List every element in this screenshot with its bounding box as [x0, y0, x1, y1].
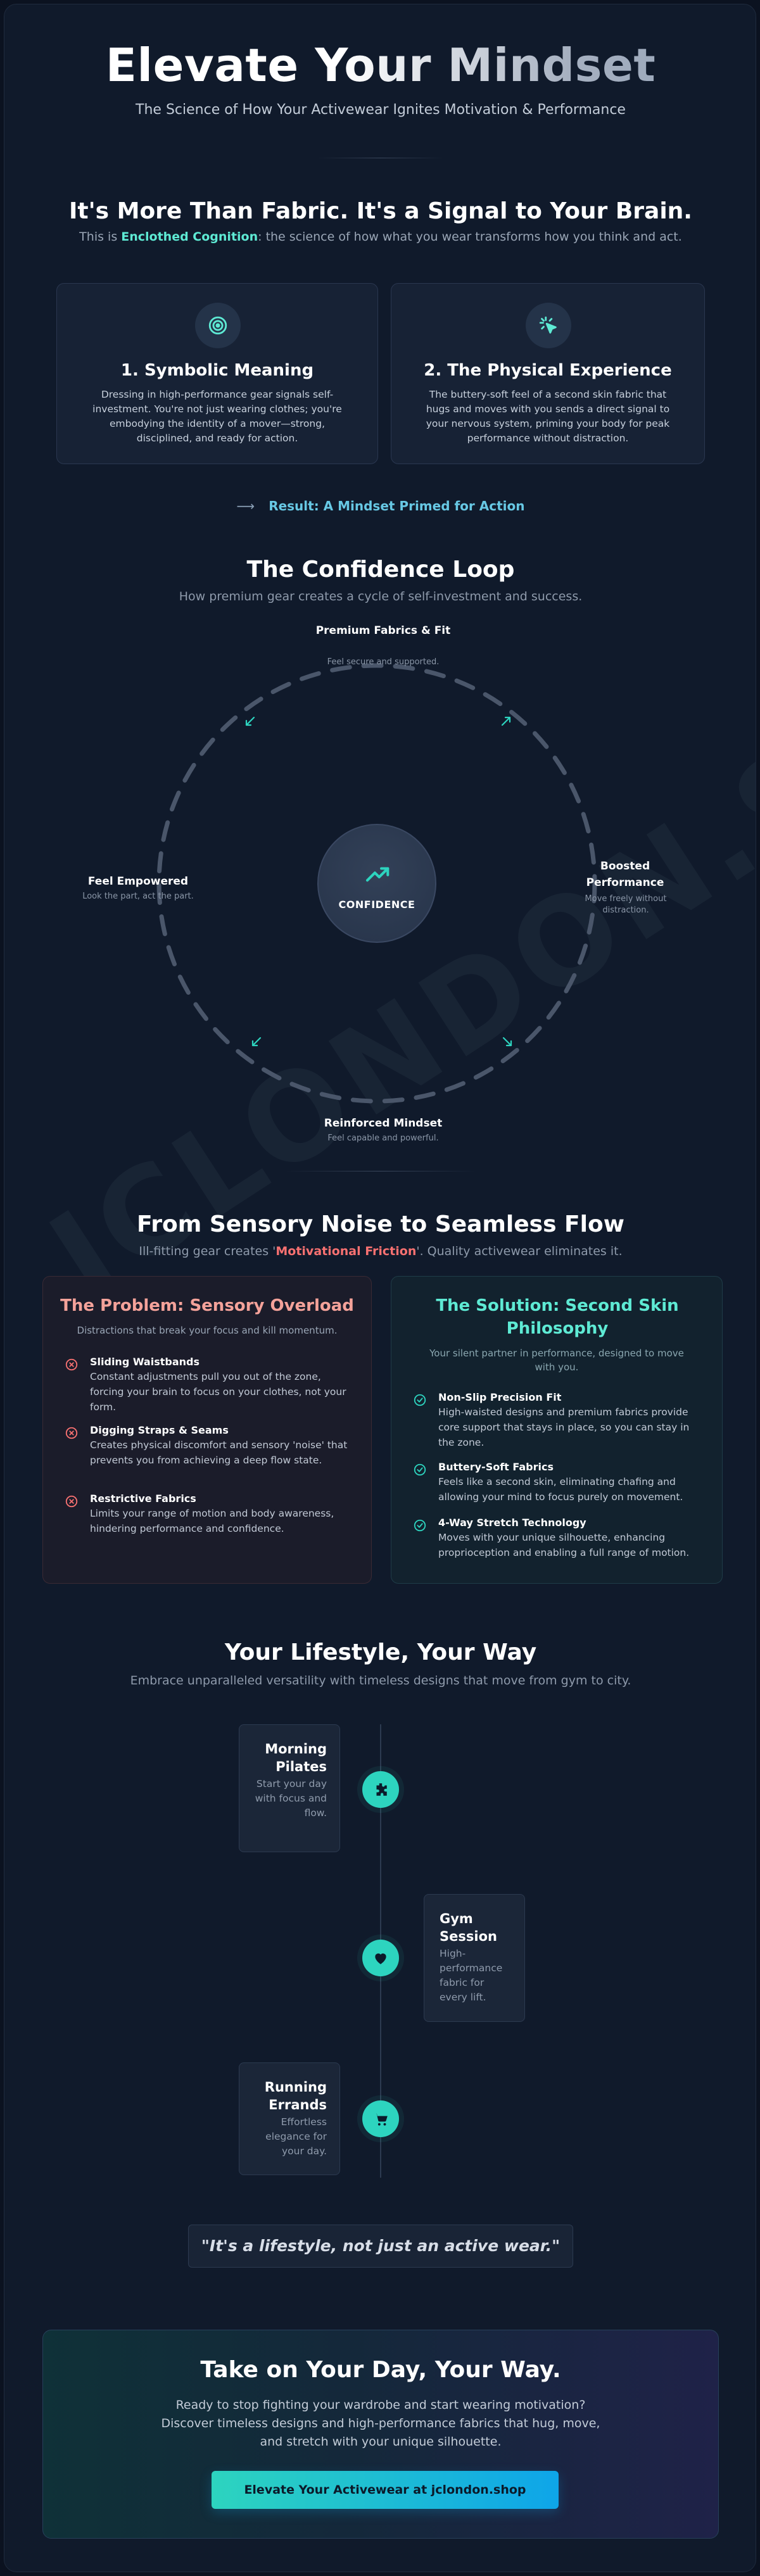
loop-node-right-sub: Move freely without distraction. [585, 894, 667, 915]
solution-item: Buttery-Soft Fabrics Feels like a second… [413, 1460, 703, 1505]
cta-section: Take on Your Day, Your Way. Ready to sto… [42, 2330, 719, 2539]
cta-title: Take on Your Day, Your Way. [200, 2357, 561, 2383]
arrow-down-left-icon [251, 1037, 262, 1047]
loop-node-left-sub: Look the part, act the part. [82, 892, 194, 901]
solution-item: Non-Slip Precision Fit High-waisted desi… [413, 1391, 703, 1450]
lifestyle-lead: Embrace unparalleled versatility with ti… [130, 1674, 631, 1688]
lifestyle-title: Your Lifestyle, Your Way [224, 1639, 537, 1665]
card-title: 1. Symbolic Meaning [120, 361, 314, 380]
pointer-click-icon [526, 303, 571, 348]
loop-node-left-title: Feel Empowered [87, 875, 189, 888]
shopping-cart-icon [362, 2100, 399, 2137]
check-circle-icon [414, 1463, 426, 1476]
arrow-right-icon: ⟶ [236, 498, 255, 514]
loop-node-right-title: Boosted Performance [586, 860, 664, 889]
loop-node-bottom-sub: Feel capable and powerful. [327, 1133, 439, 1143]
cta-text: Ready to stop fighting your wardrobe and… [161, 2398, 600, 2449]
solution-title: The Solution: Second Skin Philosophy [436, 1296, 679, 1338]
problem-title: The Problem: Sensory Overload [60, 1296, 354, 1315]
flow-title: From Sensory Noise to Seamless Flow [137, 1211, 624, 1237]
x-circle-icon [65, 1427, 78, 1439]
flow-lead: Ill-fitting gear creates 'Motivational F… [139, 1244, 623, 1258]
heart-icon [362, 1940, 399, 1976]
arrow-down-right-icon [502, 1037, 512, 1047]
timeline-card-pilates: Morning Pilates Start your day with focu… [239, 1724, 340, 1852]
problem-sub: Distractions that break your focus and k… [77, 1325, 338, 1336]
motivational-friction-highlight: Motivational Friction [276, 1244, 417, 1258]
trending-up-icon [365, 867, 390, 882]
target-icon [195, 303, 241, 348]
check-circle-icon [414, 1394, 426, 1406]
problem-item: Restrictive Fabrics Limits your range of… [65, 1492, 352, 1536]
card-text: Dressing in high-performance gear signal… [92, 389, 342, 444]
loop-lead: How premium gear creates a cycle of self… [179, 590, 583, 603]
loop-node-top-sub: Feel secure and supported. [327, 657, 440, 667]
core-label: CONFIDENCE [338, 899, 415, 911]
confidence-core: CONFIDENCE [317, 824, 436, 943]
solution-panel: The Solution: Second Skin Philosophy You… [391, 1276, 723, 1584]
timeline-card-errands: Running Errands Effortless elegance for … [239, 2062, 340, 2175]
loop-ring [156, 663, 597, 1104]
problem-item: Digging Straps & Seams Creates physical … [65, 1424, 352, 1468]
problem-item: Sliding Waistbands Constant adjustments … [65, 1355, 352, 1415]
x-circle-icon [65, 1495, 78, 1508]
signal-lead: This is Enclothed Cognition: the science… [79, 230, 682, 244]
solution-item: 4-Way Stretch Technology Moves with your… [413, 1516, 703, 1560]
loop-title: The Confidence Loop [246, 557, 515, 583]
hero-title: Elevate Your Mindset [4, 39, 756, 92]
loop-node-top-title: Premium Fabrics & Fit [315, 624, 451, 637]
check-circle-icon [414, 1519, 426, 1532]
problem-panel: The Problem: Sensory Overload Distractio… [42, 1276, 372, 1584]
signal-title: It's More Than Fabric. It's a Signal to … [69, 198, 692, 224]
hero-subtitle: The Science of How Your Activewear Ignit… [136, 102, 626, 118]
loop-node-bottom-title: Reinforced Mindset [324, 1117, 443, 1130]
arrow-up-right-icon [501, 716, 511, 726]
card-text: The buttery-soft feel of a second skin f… [426, 389, 670, 444]
shop-cta-button[interactable]: Elevate Your Activewear at jclondon.shop [212, 2471, 559, 2509]
enclothed-cognition-highlight: Enclothed Cognition [121, 230, 258, 244]
puzzle-icon [362, 1771, 399, 1808]
x-circle-icon [65, 1358, 78, 1371]
result-line: ⟶Result: A Mindset Primed for Action [236, 498, 525, 514]
card-title: 2. The Physical Experience [424, 361, 672, 380]
symbolic-meaning-card: 1. Symbolic Meaning Dressing in high-per… [56, 283, 378, 464]
timeline-card-gym: Gym Session High-performance fabric for … [424, 1894, 525, 2022]
lifestyle-quote: "It's a lifestyle, not just an active we… [188, 2225, 573, 2268]
solution-sub: Your silent partner in performance, desi… [429, 1348, 684, 1373]
physical-experience-card: 2. The Physical Experience The buttery-s… [391, 283, 705, 464]
arrow-up-left-icon [245, 716, 255, 726]
infographic-page: JCLONDON.SHOP Elevate Your Mindset The S… [4, 4, 756, 2572]
